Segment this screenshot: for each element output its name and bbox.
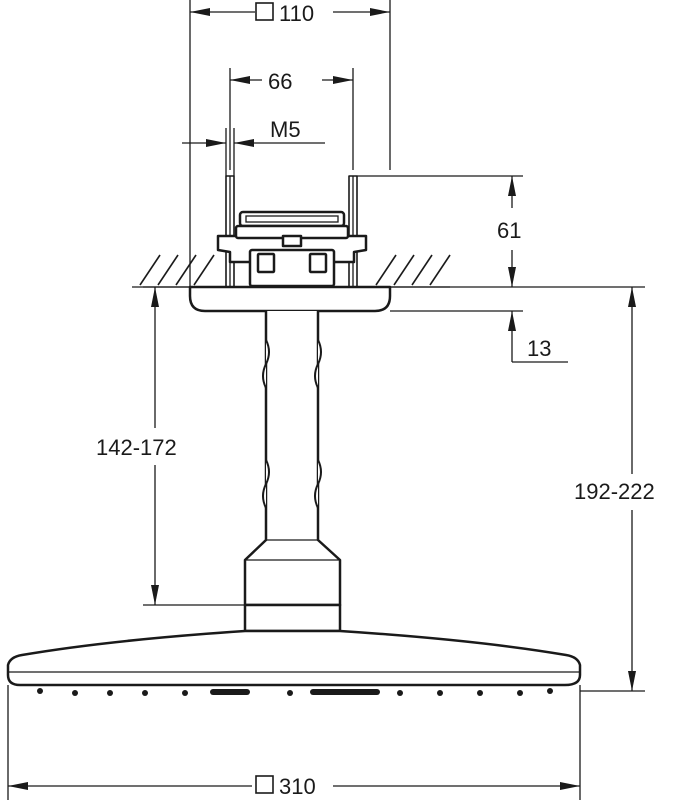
shower-arm (243, 311, 342, 633)
spray-nozzles (37, 688, 553, 696)
mounting-bracket (216, 175, 368, 289)
dimension-label-13: 13 (527, 336, 551, 361)
dimension-label-192-222: 192-222 (574, 479, 655, 504)
dimension-192-222: 192-222 (574, 287, 655, 692)
dimension-66: 66 (229, 68, 354, 170)
dimension-label-110: 110 (279, 1, 314, 26)
dimension-label-66: 66 (268, 69, 292, 94)
dimension-label-310: 310 (279, 774, 316, 799)
dimension-61: 61 (357, 175, 645, 288)
dimension-13: 13 (390, 310, 568, 363)
square-symbol-icon (255, 2, 274, 21)
dimension-label-142-172: 142-172 (96, 435, 177, 460)
dimension-310: 310 (7, 685, 581, 800)
dimension-m5: M5 (182, 117, 325, 176)
dimension-label-m5: M5 (270, 117, 301, 142)
shower-head (6, 629, 582, 696)
dimension-142-172: 142-172 (96, 286, 245, 606)
dimension-label-61: 61 (497, 218, 521, 243)
ceiling-rosette (188, 285, 392, 313)
square-symbol-icon (255, 775, 274, 794)
